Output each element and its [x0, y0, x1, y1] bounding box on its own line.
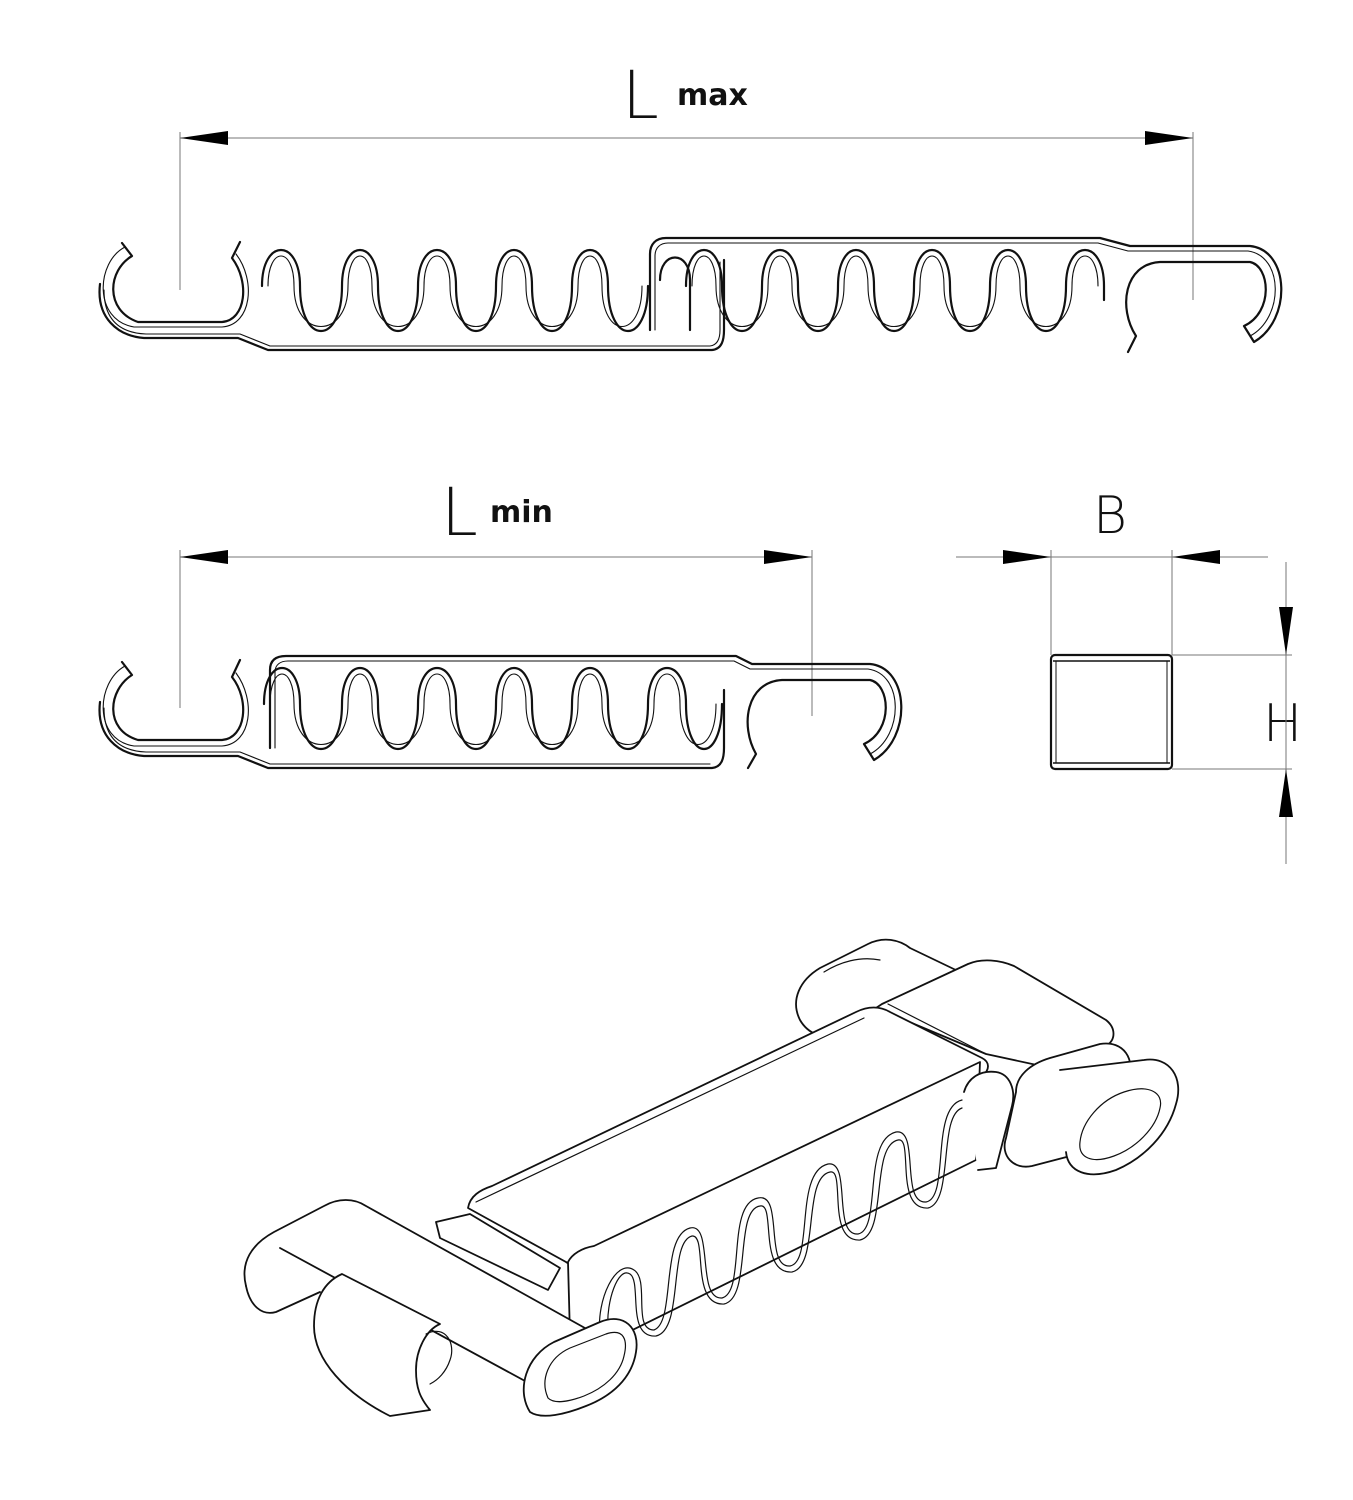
lmin-arrow-right	[764, 550, 812, 564]
cross-section-view: B H	[956, 486, 1302, 864]
lmax-letter: L	[622, 57, 659, 134]
lmin-subscript: min	[490, 495, 553, 530]
cross-section-outline	[1049, 653, 1174, 771]
lmin-dimension: L min	[179, 474, 813, 716]
lmax-arrow-left	[180, 131, 228, 145]
height-arrow-bottom	[1279, 769, 1293, 817]
lmin-letter: L	[441, 474, 478, 551]
part-isometric-view	[243, 938, 1180, 1417]
height-label: H	[1263, 694, 1302, 754]
width-arrow-right	[1172, 550, 1220, 564]
width-arrow-left	[1003, 550, 1051, 564]
height-arrow-top	[1279, 607, 1293, 655]
part-compressed-side-view	[98, 654, 903, 770]
part-extended-side-view	[98, 236, 1283, 354]
lmax-arrow-right	[1145, 131, 1193, 145]
width-label: B	[1093, 486, 1127, 546]
lmax-dimension: L max	[179, 57, 1194, 300]
lmax-subscript: max	[677, 78, 748, 113]
lmin-arrow-left	[180, 550, 228, 564]
